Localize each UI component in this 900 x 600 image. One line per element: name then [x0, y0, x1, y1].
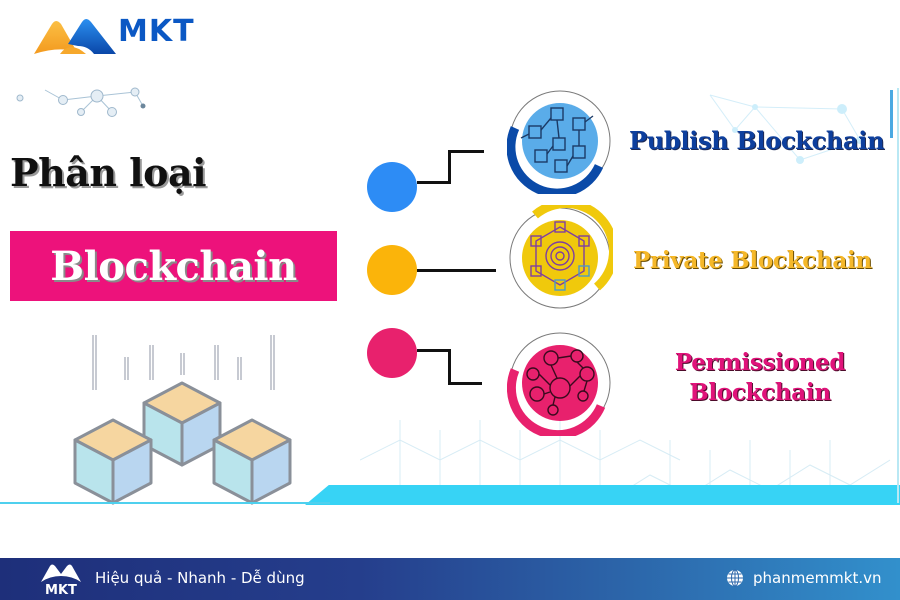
network-decoration-icon [16, 87, 146, 117]
publish-blockchain-icon [507, 90, 611, 194]
permissioned-label-line2: Blockchain [689, 379, 831, 406]
svg-text:MKT: MKT [45, 583, 77, 598]
permissioned-connector [448, 349, 451, 385]
decorative-line [0, 502, 330, 504]
right-accent-line [890, 90, 893, 138]
network-background-icon [709, 94, 864, 164]
permissioned-connector [448, 382, 482, 385]
publish-connector [417, 181, 450, 184]
footer-tagline: Hiệu quả - Nhanh - Dễ dùng [95, 569, 305, 587]
right-border-line [897, 88, 899, 503]
mkt-logo-icon [34, 19, 116, 54]
permissioned-connector [417, 349, 451, 352]
publish-blockchain-label: Publish Blockchain [629, 126, 885, 155]
private-blockchain-label: Private Blockchain [633, 247, 872, 274]
subtitle-text: Blockchain [50, 242, 297, 290]
permissioned-blockchain-icon [507, 332, 611, 436]
permissioned-dot [367, 328, 417, 378]
private-connector [417, 269, 496, 272]
permissioned-blockchain-label: Permissioned Blockchain [640, 348, 880, 408]
blockchain-cubes-icon [73, 335, 292, 505]
subtitle-banner: Blockchain [10, 231, 337, 301]
permissioned-label-line1: Permissioned [674, 349, 846, 376]
publish-connector [448, 150, 484, 153]
brand-name: MKT [118, 14, 195, 49]
private-blockchain-icon [509, 205, 613, 309]
private-dot [367, 245, 417, 295]
footer-website-link[interactable]: phanmemmkt.vn [753, 569, 882, 587]
page-title: Phân loại [10, 150, 207, 195]
publish-dot [367, 162, 417, 212]
publish-connector [448, 150, 451, 184]
footer-bar [0, 558, 900, 600]
globe-icon [727, 569, 743, 587]
decorative-band [305, 485, 900, 505]
hex-grid-background-icon [360, 420, 891, 501]
footer-mkt-logo-icon: MKT [41, 564, 81, 598]
